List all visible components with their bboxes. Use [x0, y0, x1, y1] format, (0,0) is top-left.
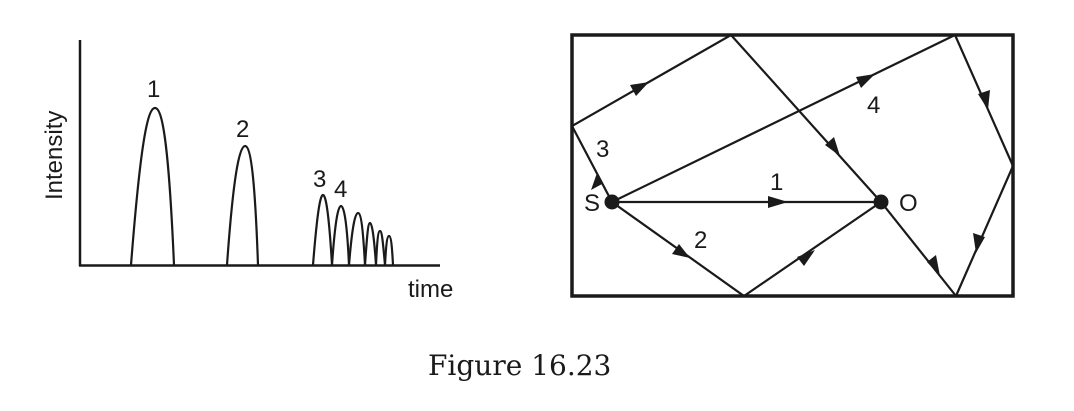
arrow-path-3-down — [825, 137, 840, 156]
arrow-path-4-wall — [978, 90, 990, 110]
path-label-2: 2 — [694, 227, 707, 254]
pulse-3 — [311, 193, 334, 266]
pulse-6 — [363, 221, 378, 266]
pulse-label-1: 1 — [147, 76, 160, 103]
intensity-chart: Intensity time 1 2 3 4 — [41, 40, 453, 303]
pulse-2 — [225, 144, 260, 266]
arrow-path-3-up — [591, 173, 602, 190]
arrowheads — [591, 74, 990, 276]
arrow-path-3-ceiling — [630, 82, 649, 96]
path-label-4: 4 — [867, 92, 880, 119]
pulse-7 — [374, 229, 387, 266]
source-dot — [604, 194, 620, 210]
pulse-1 — [129, 106, 176, 266]
path-continuation — [880, 201, 957, 297]
observer-label: O — [899, 190, 918, 217]
observer-dot — [873, 194, 889, 210]
arrow-path-2-down — [672, 244, 690, 258]
pulse-label-4: 4 — [334, 176, 347, 203]
arrow-path-2-up — [797, 250, 815, 266]
source-label: S — [584, 190, 600, 217]
pulse-label-2: 2 — [236, 116, 249, 143]
pulse-8 — [383, 234, 395, 266]
arrow-path-1 — [768, 196, 788, 208]
path-2-reflection — [611, 201, 882, 298]
pulse-4 — [330, 204, 351, 266]
figure-caption: Figure 16.23 — [428, 349, 611, 382]
path-label-1: 1 — [770, 169, 783, 196]
x-axis-label: time — [408, 276, 453, 303]
path-4-reflection — [611, 33, 1015, 297]
pulse-5 — [347, 211, 367, 266]
arrow-continuation — [927, 255, 940, 276]
room-boundary — [570, 33, 1015, 298]
y-axis-label: Intensity — [41, 111, 68, 200]
arrow-path-4-down — [973, 233, 985, 253]
arrow-path-4-ceiling — [856, 74, 875, 88]
path-3-reflection — [570, 33, 882, 203]
path-label-3: 3 — [596, 136, 609, 163]
reflection-diagram: S O 1 2 3 4 — [570, 33, 1015, 298]
pulse-label-3: 3 — [313, 166, 326, 193]
